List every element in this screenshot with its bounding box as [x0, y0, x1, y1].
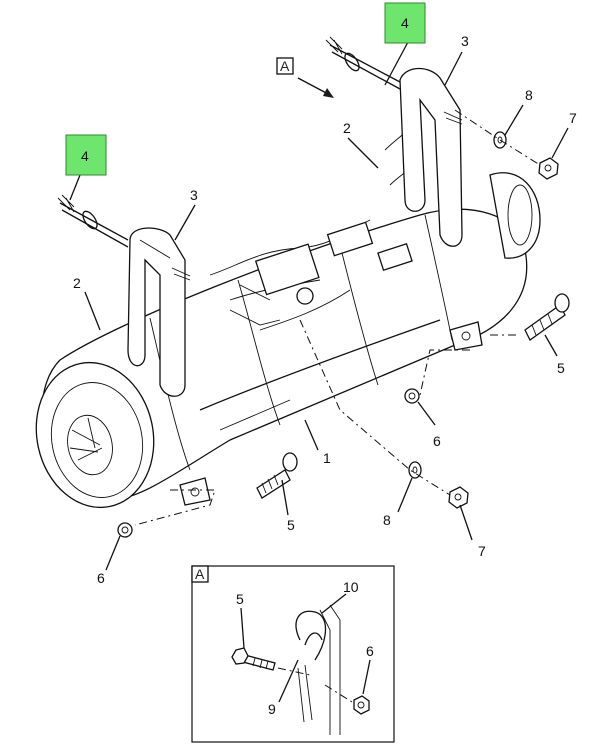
callout-8-top: 8 — [525, 87, 533, 103]
detail-view-a: A 5 10 6 9 — [191, 565, 395, 743]
highlight-4-top — [384, 2, 426, 44]
callout-6-detail: 6 — [366, 643, 374, 659]
left-bracket-assembly — [57, 194, 191, 397]
nut-6-left — [117, 522, 133, 538]
callout-4-left: 4 — [81, 148, 89, 164]
callout-3-left: 3 — [190, 187, 198, 203]
bolt-5-lower — [256, 452, 298, 499]
callout-7-bottom: 7 — [478, 543, 486, 559]
nut-6-right — [404, 388, 420, 404]
canister-end-cap — [35, 361, 155, 509]
detail-nut-6 — [353, 695, 370, 715]
callout-7-top: 7 — [569, 110, 577, 126]
washer-8-lower — [408, 461, 422, 479]
callout-9: 9 — [268, 701, 276, 717]
retaining-clip — [295, 610, 327, 661]
sensor-module — [254, 243, 320, 296]
callout-6-right: 6 — [433, 433, 441, 449]
outlet-pipe — [489, 172, 541, 259]
lower-hardware — [117, 109, 570, 538]
callout-6-left: 6 — [97, 570, 105, 586]
callout-1: 1 — [323, 450, 331, 466]
detail-frame — [191, 565, 395, 743]
view-a-indicator: A — [276, 57, 334, 98]
view-tag-main: A — [280, 58, 290, 74]
callout-2-left: 2 — [73, 275, 81, 291]
callout-5-detail: 5 — [236, 591, 244, 607]
callout-2-top: 2 — [343, 120, 351, 136]
highlight-4-left — [65, 134, 107, 176]
callout-5-lower: 5 — [287, 517, 295, 533]
callout-5-right: 5 — [557, 360, 565, 376]
view-tag-detail: A — [195, 566, 205, 582]
right-bracket-assembly — [325, 36, 463, 247]
leader-lines — [69, 41, 569, 571]
bolt-5-upper — [524, 293, 570, 341]
callout-labels: 4 4 3 3 2 2 1 8 8 7 7 5 5 6 6 — [73, 15, 577, 586]
left-mounting-bracket — [127, 227, 186, 397]
dpf-canister-assembly — [35, 119, 541, 509]
callout-10: 10 — [343, 579, 359, 595]
nut-7-lower — [448, 486, 469, 509]
callout-8-bottom: 8 — [383, 512, 391, 528]
callout-3-right: 3 — [461, 33, 469, 49]
nut-7-upper — [538, 157, 559, 180]
callout-4-top: 4 — [401, 15, 409, 31]
right-stud — [329, 44, 401, 90]
